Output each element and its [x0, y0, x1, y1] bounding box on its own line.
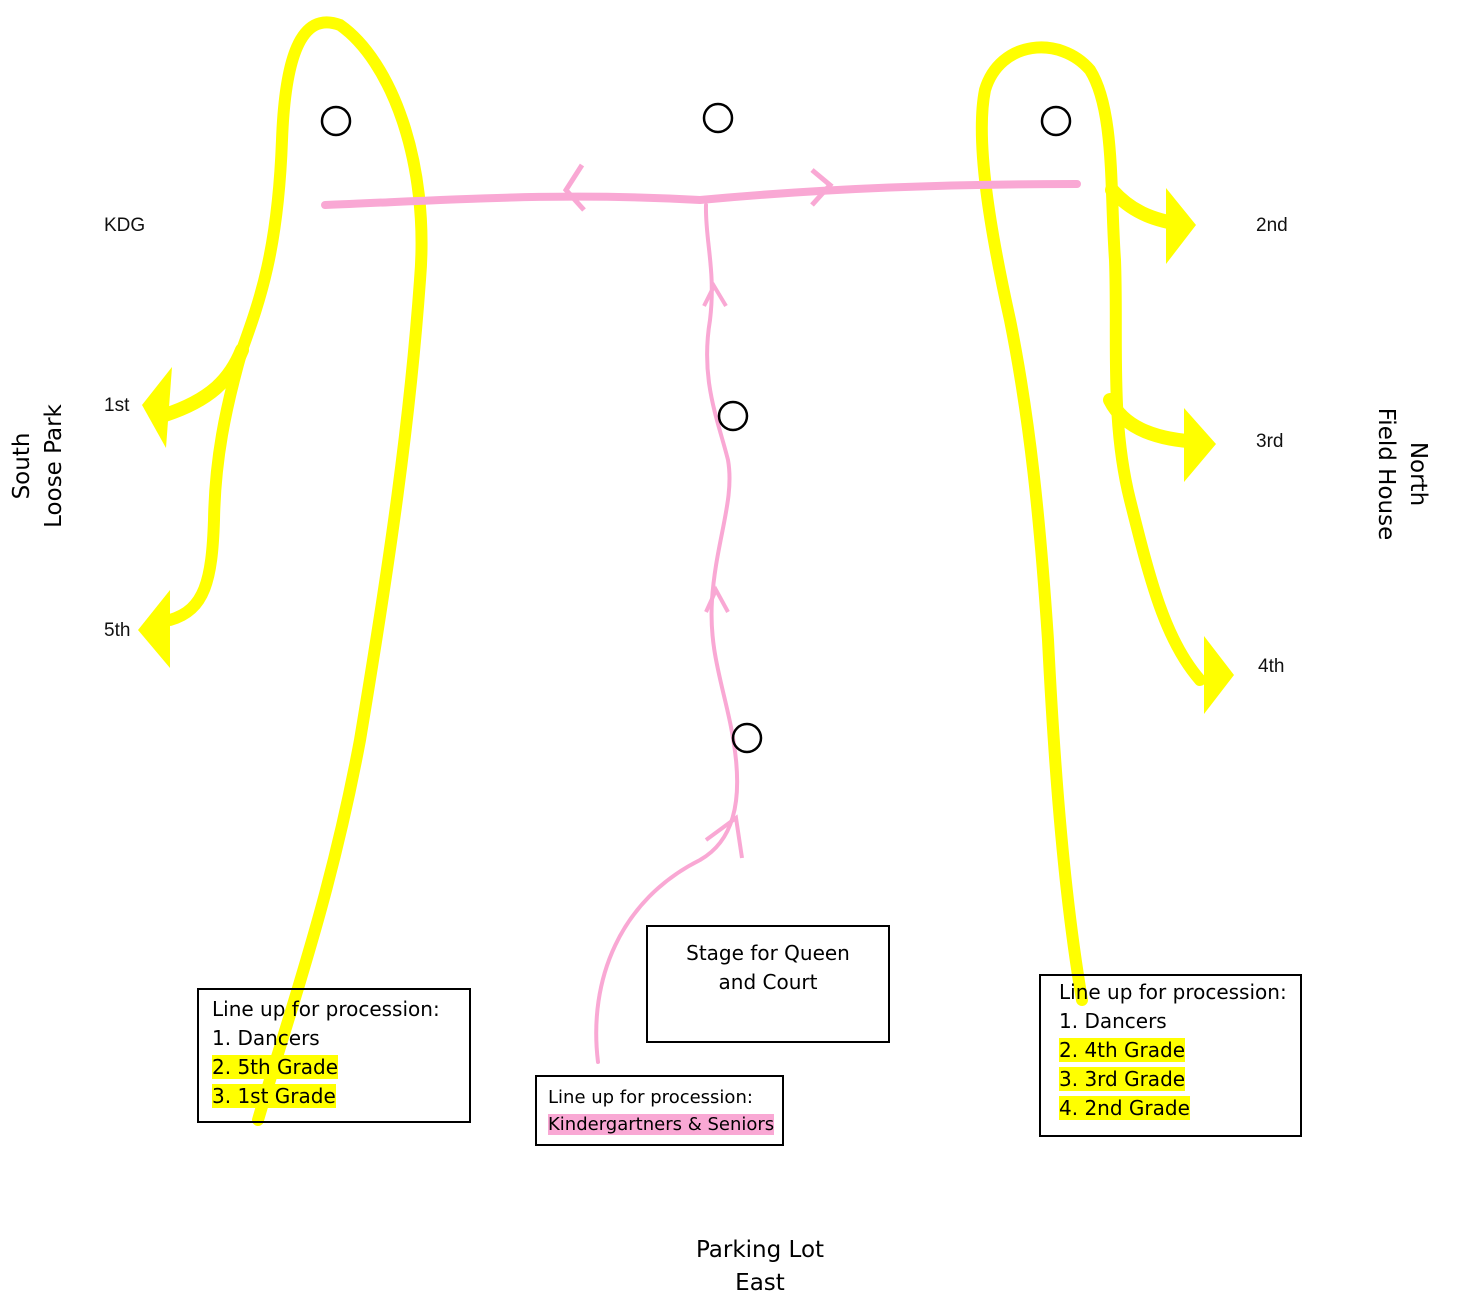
right-yellow-route [975, 41, 1206, 1006]
right-yellow-arrowhead-3rd [1184, 408, 1216, 482]
stage-line-1: Stage for Queen [686, 941, 850, 965]
center-lineup-box: Line up for procession: Kindergartners &… [535, 1075, 784, 1146]
east-place: Parking Lot [695, 1237, 825, 1263]
south-side-label: South Loose Park [6, 396, 70, 536]
left-yellow-arrowhead-1st [142, 367, 172, 448]
north-place: Field House [1373, 407, 1399, 541]
left-lineup-item-1: 1. Dancers [212, 1026, 320, 1050]
label-4th: 4th [1258, 656, 1285, 677]
center-lineup-title: Line up for procession: [548, 1087, 753, 1108]
left-lineup-item-2: 2. 5th Grade [212, 1055, 339, 1079]
stage-line-2: and Court [718, 970, 818, 994]
pink-arrowhead-up-3 [704, 814, 744, 859]
label-kdg: KDG [104, 215, 146, 236]
pink-arrowhead-up-1 [702, 281, 728, 308]
label-1st: 1st [104, 395, 130, 416]
label-3rd: 3rd [1256, 431, 1284, 452]
left-yellow-route [164, 16, 428, 1126]
right-yellow-arrowhead-4th [1204, 636, 1234, 714]
right-yellow-arrowhead-2nd [1166, 188, 1196, 264]
label-2nd: 2nd [1256, 215, 1288, 236]
circle-icon [702, 102, 734, 134]
center-lineup-item: Kindergartners & Seniors [548, 1114, 775, 1135]
pink-arrowhead-up-2 [704, 585, 730, 613]
right-lineup-item-2: 2. 4th Grade [1059, 1038, 1186, 1062]
pink-arrowhead-right [810, 168, 834, 207]
south-place: Loose Park [41, 404, 67, 528]
left-lineup-title: Line up for procession: [212, 997, 440, 1021]
left-yellow-arrowhead-5th [138, 590, 170, 668]
circle-icon [1040, 105, 1072, 137]
label-5th: 5th [104, 620, 131, 641]
circle-icon [320, 105, 352, 137]
right-lineup-item-1: 1. Dancers [1059, 1009, 1167, 1033]
north-direction: North [1405, 441, 1431, 507]
north-side-label: North Field House [1370, 404, 1434, 544]
right-lineup-item-4: 4. 2nd Grade [1059, 1096, 1190, 1120]
left-yellow-branch-1st [158, 343, 249, 422]
circle-icon [717, 400, 749, 432]
east-side-label: Parking Lot East [660, 1234, 860, 1300]
right-lineup-item-3: 3. 3rd Grade [1059, 1067, 1186, 1091]
right-lineup-title: Line up for procession: [1059, 980, 1287, 1004]
circle-icon [731, 722, 763, 754]
right-lineup-box: Line up for procession: 1. Dancers 2. 4t… [1039, 974, 1302, 1137]
stage-box: Stage for Queen and Court [646, 925, 890, 1043]
left-lineup-box: Line up for procession: 1. Dancers 2. 5t… [197, 988, 471, 1123]
pink-horizontal-route [321, 180, 1081, 209]
pink-arrowhead-left [562, 163, 586, 212]
pink-vertical-route [594, 203, 740, 1064]
east-direction: East [735, 1270, 785, 1296]
south-direction: South [9, 432, 35, 500]
left-lineup-item-3: 3. 1st Grade [212, 1084, 336, 1108]
